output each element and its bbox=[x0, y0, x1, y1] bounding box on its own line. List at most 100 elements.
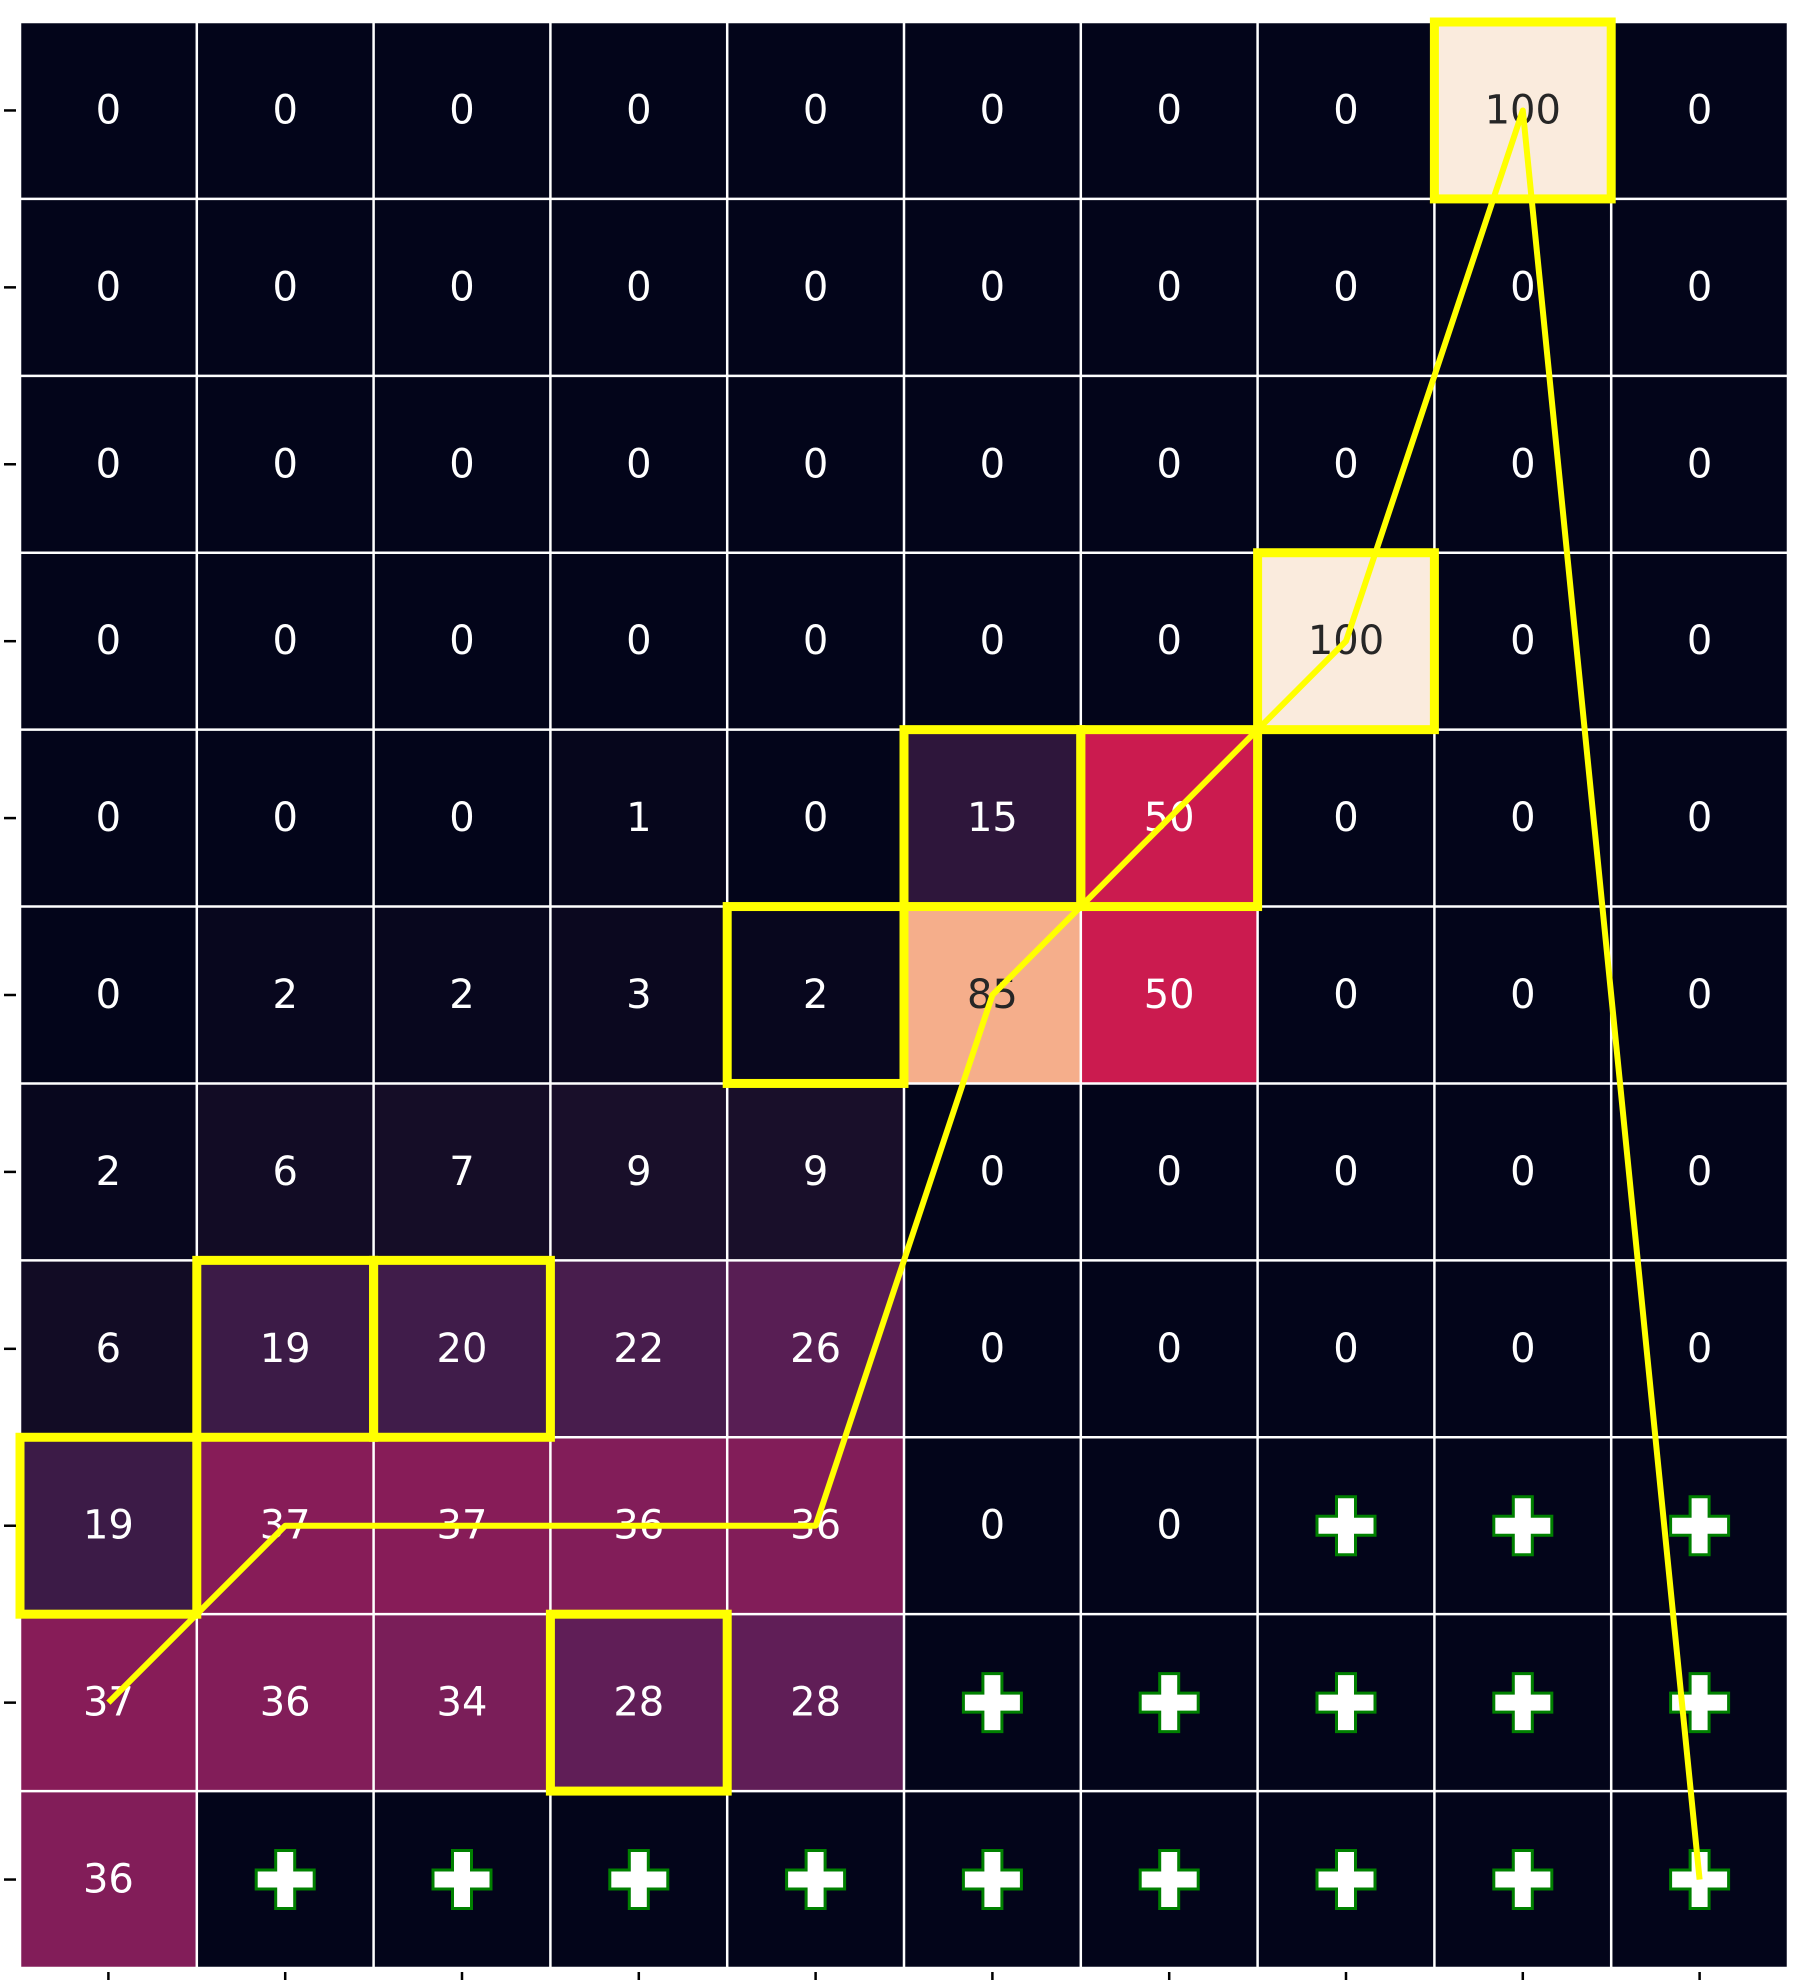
plus-icon bbox=[961, 1849, 1023, 1911]
plus-icon bbox=[1669, 1495, 1731, 1557]
heatmap-cell bbox=[550, 1614, 728, 1792]
heatmap-cell bbox=[1080, 1260, 1258, 1438]
cell-value-label: 0 bbox=[803, 441, 828, 487]
heatmap-cell bbox=[196, 198, 374, 376]
cell-value-label: 50 bbox=[1144, 972, 1195, 1018]
cell-value-label: 3 bbox=[626, 972, 651, 1018]
heatmap-cell bbox=[1434, 375, 1612, 553]
heatmap-cell bbox=[727, 1083, 904, 1261]
heatmap-cell bbox=[904, 1437, 1081, 1615]
cell-value-label: 0 bbox=[96, 618, 121, 664]
heatmap-cell bbox=[727, 906, 904, 1084]
heatmap-cell bbox=[1434, 729, 1612, 907]
cell-value-label: 0 bbox=[449, 795, 474, 841]
heatmap-cell bbox=[373, 1083, 551, 1261]
heatmap-cell bbox=[727, 375, 904, 553]
heatmap-cell bbox=[550, 1083, 728, 1261]
heatmap-cell bbox=[20, 552, 197, 730]
heatmap-cell bbox=[550, 375, 728, 553]
heatmap-cell bbox=[550, 552, 728, 730]
cell-value-label: 19 bbox=[260, 1326, 311, 1372]
heatmap-cell bbox=[727, 552, 904, 730]
cell-value-label: 0 bbox=[1156, 87, 1181, 133]
path-line bbox=[106, 107, 1703, 1880]
cell-value-label: 0 bbox=[1333, 1149, 1358, 1195]
heatmap-cell bbox=[550, 198, 728, 376]
cell-value-label: 7 bbox=[449, 1149, 474, 1195]
heatmap-cell bbox=[904, 552, 1081, 730]
cell-value-label: 6 bbox=[96, 1326, 121, 1372]
plus-icon bbox=[1138, 1672, 1200, 1734]
heatmap-cell bbox=[1434, 1083, 1612, 1261]
cell-value-label: 0 bbox=[96, 441, 121, 487]
cell-value-label: 6 bbox=[272, 1149, 297, 1195]
cell-value-label: 0 bbox=[1156, 1326, 1181, 1372]
cell-value-label: 0 bbox=[272, 87, 297, 133]
heatmap-cell bbox=[373, 1260, 551, 1438]
cell-value-label: 0 bbox=[1156, 441, 1181, 487]
heatmap-cell bbox=[1611, 552, 1788, 730]
cell-value-label: 0 bbox=[272, 618, 297, 664]
cell-value-label: 0 bbox=[1510, 972, 1535, 1018]
cell-value-label: 0 bbox=[626, 618, 651, 664]
heatmap-cell bbox=[196, 1083, 374, 1261]
cell-value-label: 20 bbox=[437, 1326, 488, 1372]
cell-value-label: 0 bbox=[1156, 1149, 1181, 1195]
cell-value-label: 0 bbox=[626, 87, 651, 133]
heatmap-cell bbox=[1257, 906, 1435, 1084]
cell-value-label: 0 bbox=[96, 795, 121, 841]
cell-value-label: 0 bbox=[1333, 264, 1358, 310]
cell-value-label: 0 bbox=[1687, 618, 1712, 664]
plus-markers bbox=[254, 1495, 1731, 1911]
heatmap-cell bbox=[373, 22, 551, 199]
cell-value-label: 0 bbox=[803, 264, 828, 310]
heatmap-cell bbox=[1080, 375, 1258, 553]
heatmap-cell bbox=[1257, 198, 1435, 376]
heatmap-cell bbox=[373, 552, 551, 730]
cell-value-label: 2 bbox=[272, 972, 297, 1018]
heatmap-cell bbox=[727, 729, 904, 907]
heatmap-cell bbox=[727, 198, 904, 376]
cell-value-label: 0 bbox=[272, 264, 297, 310]
cell-value-label: 28 bbox=[790, 1680, 841, 1726]
heatmap-cell bbox=[373, 906, 551, 1084]
cell-value-label: 0 bbox=[1510, 1326, 1535, 1372]
cell-value-label: 0 bbox=[803, 618, 828, 664]
axis-ticks bbox=[4, 109, 1701, 1980]
heatmap-cell bbox=[1611, 22, 1788, 199]
cell-value-label: 0 bbox=[980, 1149, 1005, 1195]
cell-value-label: 0 bbox=[272, 795, 297, 841]
heatmap-cell bbox=[20, 1437, 197, 1615]
plus-icon bbox=[785, 1849, 847, 1911]
heatmap-cell bbox=[550, 1260, 728, 1438]
cell-value-label: 9 bbox=[803, 1149, 828, 1195]
cell-value-label: 2 bbox=[803, 972, 828, 1018]
cell-value-label: 0 bbox=[1687, 1149, 1712, 1195]
cell-value-label: 0 bbox=[1333, 441, 1358, 487]
heatmap-cell bbox=[1434, 1260, 1612, 1438]
heatmap-cell bbox=[196, 1614, 374, 1792]
heatmap-cell bbox=[373, 198, 551, 376]
plus-icon bbox=[1315, 1495, 1377, 1557]
cell-value-label: 0 bbox=[1687, 441, 1712, 487]
cell-value-label: 0 bbox=[1510, 264, 1535, 310]
cell-value-label: 19 bbox=[83, 1503, 134, 1549]
cell-value-label: 0 bbox=[980, 441, 1005, 487]
heatmap-cell bbox=[550, 906, 728, 1084]
highlight-box bbox=[369, 1255, 555, 1442]
heatmap-cell bbox=[196, 552, 374, 730]
cell-value-label: 15 bbox=[967, 795, 1018, 841]
plus-icon bbox=[1138, 1849, 1200, 1911]
heatmap-cell bbox=[904, 22, 1081, 199]
cell-value-label: 0 bbox=[980, 618, 1005, 664]
cell-value-label: 0 bbox=[626, 441, 651, 487]
cell-value-label: 0 bbox=[449, 87, 474, 133]
heatmap-cell bbox=[550, 22, 728, 199]
cell-value-label: 0 bbox=[1333, 972, 1358, 1018]
heatmap-cell bbox=[373, 729, 551, 907]
cell-value-label: 0 bbox=[1687, 972, 1712, 1018]
heatmap-cell bbox=[373, 375, 551, 553]
plus-icon bbox=[1492, 1495, 1554, 1557]
highlight-box bbox=[1429, 17, 1616, 204]
cell-value-label: 36 bbox=[83, 1857, 134, 1903]
